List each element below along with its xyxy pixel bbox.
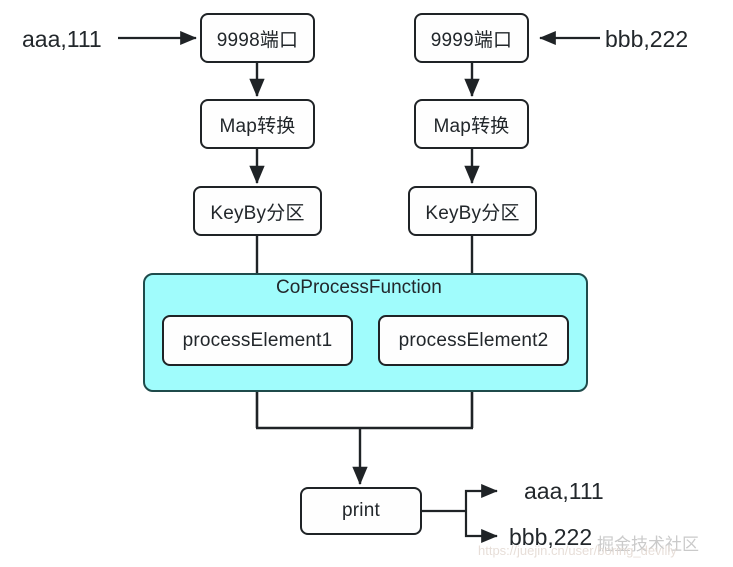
- node-print[interactable]: print: [300, 487, 422, 535]
- output-label-bottom: bbb,222: [509, 524, 593, 550]
- node-process-element-2[interactable]: processElement2: [378, 315, 569, 366]
- print-output-branch-bottom: [464, 511, 498, 544]
- output-label-top: aaa,111: [524, 478, 604, 504]
- coprocessfunction-label: CoProcessFunction: [276, 277, 442, 298]
- node-port-9998[interactable]: 9998端口: [200, 13, 315, 63]
- node-keyby-left[interactable]: KeyBy分区: [193, 186, 322, 236]
- node-process-element-1[interactable]: processElement1: [162, 315, 353, 366]
- node-keyby-right[interactable]: KeyBy分区: [408, 186, 537, 236]
- node-map-right[interactable]: Map转换: [414, 99, 529, 149]
- node-port-9999[interactable]: 9999端口: [414, 13, 529, 63]
- input-label-right: bbb,222: [605, 26, 689, 52]
- watermark-url: https://juejin.cn/user/boring_devilly: [478, 543, 677, 558]
- node-map-left[interactable]: Map转换: [200, 99, 315, 149]
- watermark-text: 掘金技术社区: [597, 535, 699, 554]
- print-output-branch-top: [464, 483, 498, 511]
- input-label-left: aaa,111: [22, 26, 102, 52]
